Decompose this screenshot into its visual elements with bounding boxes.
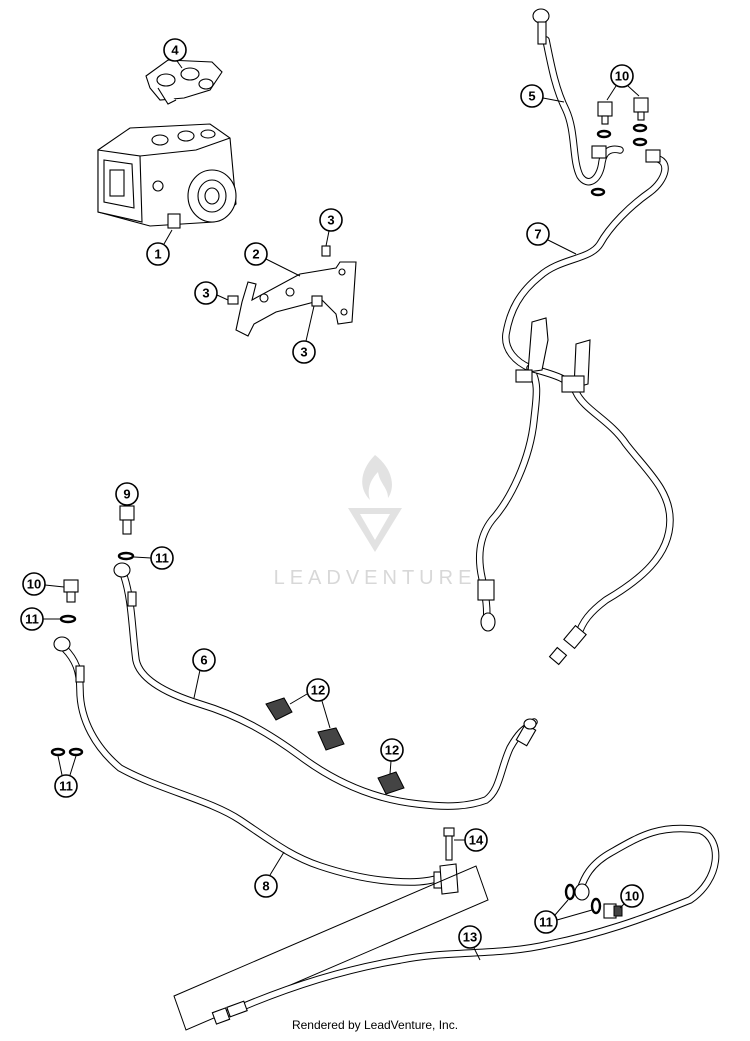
bracket-part <box>235 261 357 337</box>
callout-label: 9 <box>123 487 130 502</box>
callout-label: 3 <box>300 345 307 360</box>
brake-line-7 <box>475 149 674 666</box>
callout-label: 14 <box>469 833 484 848</box>
abs-modulator-part <box>97 123 237 229</box>
fitting-part <box>119 505 135 535</box>
oring-part <box>564 883 602 915</box>
callout-label: 6 <box>200 653 207 668</box>
callout-label: 10 <box>615 69 629 84</box>
abs-seal-part <box>145 59 223 105</box>
banjo-bolt-part <box>597 97 649 125</box>
watermark-text: LEADVENTURE <box>274 567 477 589</box>
callout-label: 10 <box>27 577 41 592</box>
callout-label: 11 <box>59 779 73 794</box>
washer-part <box>590 123 648 197</box>
footer-credit: Rendered by LeadVenture, Inc. <box>291 1018 459 1032</box>
callout-label: 11 <box>25 612 39 627</box>
callout-label: 3 <box>202 286 209 301</box>
assembly-box <box>173 865 489 1031</box>
banjo-bolt-part <box>603 903 623 919</box>
callout-label: 1 <box>154 247 161 262</box>
brake-line-8 <box>53 636 459 895</box>
brake-line-6 <box>113 562 538 810</box>
callout-label: 10 <box>625 889 639 904</box>
callout-label: 13 <box>463 930 477 945</box>
hose-clip-part <box>265 697 405 795</box>
callout-label: 12 <box>385 743 399 758</box>
banjo-bolt-part <box>63 579 79 603</box>
callout-label: 11 <box>539 915 553 930</box>
bolt-part <box>443 827 455 861</box>
watermark: LEADVENTURE <box>274 455 477 589</box>
brake-line-13 <box>211 824 720 1025</box>
callout-label: 8 <box>262 879 269 894</box>
v-logo-icon <box>348 508 402 552</box>
brake-line-5 <box>532 8 624 186</box>
oring-part <box>59 614 77 624</box>
callout-circle <box>163 38 187 62</box>
flame-logo-icon <box>362 455 392 500</box>
callout-label: 4 <box>171 43 179 58</box>
oring-part <box>50 747 84 757</box>
callout-label: 7 <box>534 227 541 242</box>
callout-label: 11 <box>155 551 169 566</box>
callout-label: 12 <box>311 683 325 698</box>
callout-label: 2 <box>252 247 259 262</box>
oring-part <box>117 551 135 561</box>
callout-label: 5 <box>528 89 535 104</box>
callout-label: 3 <box>327 213 334 228</box>
